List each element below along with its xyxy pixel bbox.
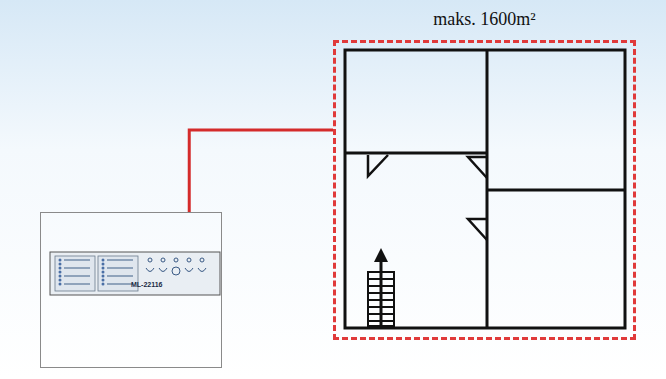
model-label: ML-22116 (131, 281, 163, 288)
stairs-arrow (374, 248, 388, 325)
floor-plan (345, 50, 625, 328)
door-symbol (368, 155, 487, 240)
panel-face (50, 252, 220, 295)
detection-zone: maks. 1600m² (333, 40, 636, 340)
alarm-cable (189, 130, 333, 212)
panel-buttons (146, 258, 206, 275)
area-label: maks. 1600m² (433, 9, 535, 30)
control-panel: ML-22116 (40, 212, 222, 368)
led-column (55, 256, 138, 291)
